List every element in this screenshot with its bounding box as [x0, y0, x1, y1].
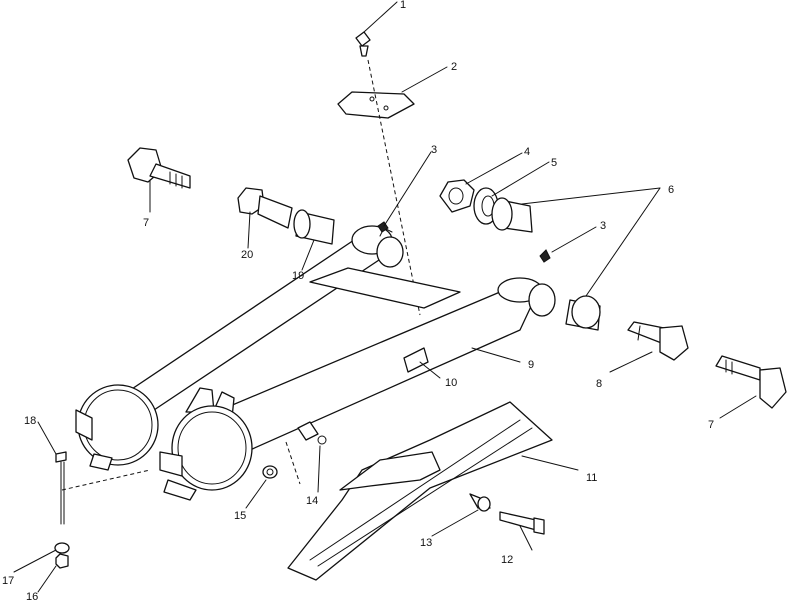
part-1-fitting [355, 1, 398, 57]
callout-15: 15 [234, 510, 246, 522]
part-16-nut [55, 553, 69, 569]
callout-labels: 1 2 3 4 5 6 3 7 20 19 8 7 9 10 11 12 13 … [2, 0, 714, 601]
callout-13: 13 [420, 537, 432, 549]
callout-7-left: 7 [143, 217, 149, 229]
callout-8: 8 [596, 378, 602, 390]
part-2-plate [337, 91, 415, 119]
callout-3-right: 3 [600, 220, 606, 232]
callout-4: 4 [524, 146, 530, 158]
callout-17: 17 [2, 575, 14, 587]
part-11-slide [287, 401, 553, 581]
part-17-washer [54, 542, 70, 554]
part-12-bolt [499, 511, 545, 535]
callout-11: 11 [586, 472, 597, 484]
callout-1: 1 [400, 0, 406, 11]
callout-5: 5 [551, 157, 557, 169]
centerline-plate [367, 59, 421, 316]
part-13-spacer [469, 493, 491, 512]
callout-16: 16 [26, 591, 38, 601]
part-20-bolt [237, 187, 293, 229]
callout-10: 10 [445, 377, 457, 389]
part-14-hardware [285, 421, 327, 485]
part-7-bolt-left [127, 147, 191, 189]
callout-14: 14 [306, 495, 318, 507]
swing-arm-frame [75, 225, 556, 501]
callout-7-right: 7 [708, 419, 714, 431]
part-19-bushing [293, 209, 335, 245]
part-15-nut [262, 465, 278, 479]
part-4-nut [439, 179, 475, 213]
part-6-bushing-top [491, 197, 533, 233]
callout-2: 2 [451, 61, 457, 73]
leader-lines [13, 66, 757, 593]
part-18-bolt [55, 451, 151, 525]
callout-18: 18 [24, 415, 36, 427]
callout-6: 6 [668, 184, 674, 196]
part-7-bolt-right [715, 355, 787, 409]
part-8-pin [627, 321, 689, 361]
callout-12: 12 [501, 554, 513, 566]
callout-9: 9 [528, 359, 534, 371]
callout-20: 20 [241, 249, 253, 261]
callout-3-top: 3 [431, 144, 437, 156]
part-6-bushing-right [565, 295, 601, 331]
callout-19: 19 [292, 270, 304, 282]
